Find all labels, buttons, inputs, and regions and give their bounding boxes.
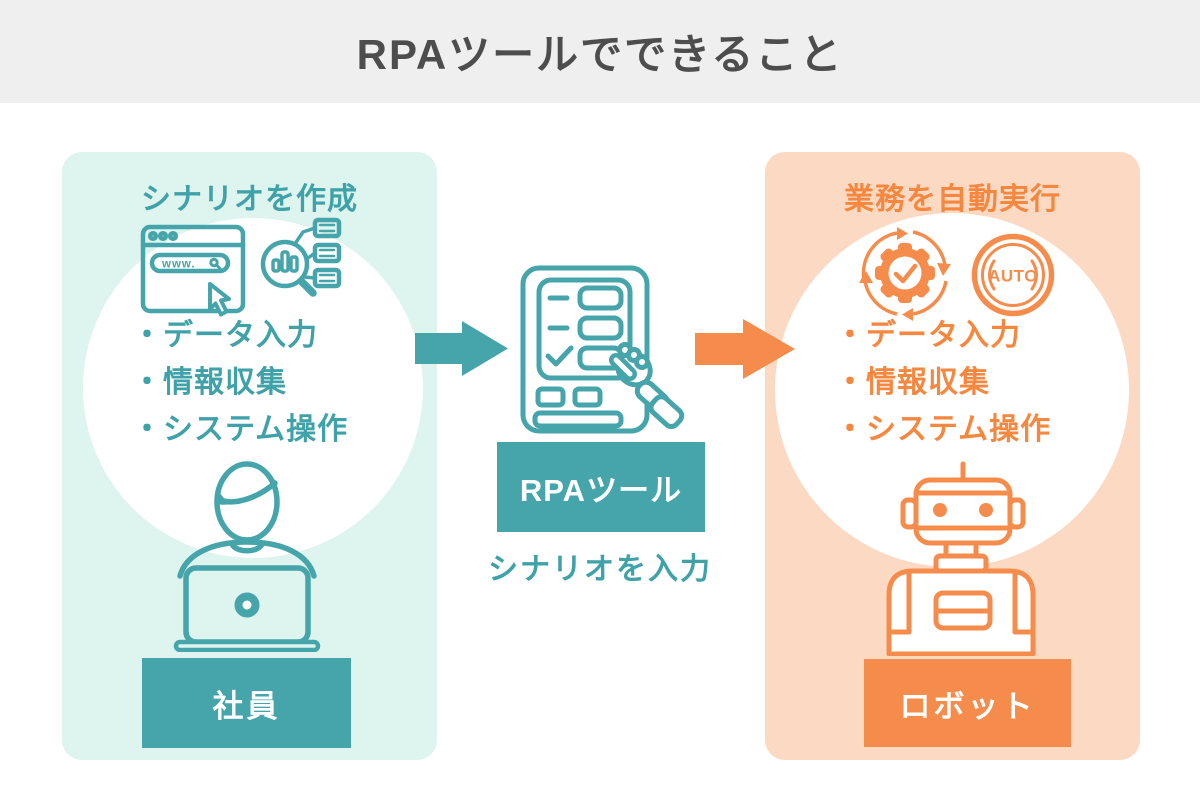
list-item: ・情報収集 [132, 359, 348, 406]
list-item: ・データ入力 [132, 312, 348, 359]
right-panel-auto-execute: 業務を自動実行 AUTO [765, 152, 1140, 760]
left-panel-title: シナリオを作成 [141, 183, 358, 216]
left-task-list: ・データ入力 ・情報収集 ・システム操作 [132, 312, 348, 453]
search-analytics-icon [260, 217, 342, 297]
bullet-mark: ・ [835, 319, 866, 352]
list-item-text: システム操作 [163, 413, 349, 446]
employee-label-box: 社員 [142, 658, 351, 748]
robot-eye-left [933, 503, 947, 517]
list-item-text: データ入力 [163, 319, 318, 352]
bullet-mark: ・ [132, 413, 163, 446]
robot-label: ロボット [899, 688, 1036, 724]
auto-badge-icon: AUTO [971, 233, 1055, 317]
header-bar: RPAツールでできること [0, 0, 1200, 103]
robot-label-box: ロボット [864, 659, 1071, 747]
flow-arrow-left [415, 321, 508, 376]
rpa-tool-box: RPAツール [497, 442, 705, 532]
rpa-tool-label: RPAツール [519, 472, 683, 508]
list-item-text: 情報収集 [163, 366, 287, 399]
pointing-finger-icon [613, 357, 633, 377]
list-item-text: システム操作 [866, 413, 1052, 446]
page-title: RPAツールでできること [356, 31, 844, 78]
cursor-icon [208, 282, 231, 317]
bullet-mark: ・ [835, 413, 866, 446]
robot-eye-right [979, 503, 993, 517]
list-item: ・データ入力 [835, 312, 1051, 359]
list-item: ・システム操作 [835, 406, 1051, 453]
right-panel-title: 業務を自動実行 [844, 183, 1061, 216]
right-task-list: ・データ入力 ・情報収集 ・システム操作 [835, 312, 1051, 453]
check-icon [893, 263, 918, 284]
checklist-hand-icon [520, 265, 685, 434]
rotation-arrows [859, 227, 951, 321]
browser-window-icon: www. [140, 224, 246, 317]
list-item-text: 情報収集 [866, 366, 990, 399]
employee-label: 社員 [212, 688, 281, 724]
list-item-text: データ入力 [866, 319, 1021, 352]
flow-arrow-right [695, 319, 795, 379]
auto-badge-text: AUTO [988, 267, 1038, 286]
bullet-mark: ・ [132, 366, 163, 399]
bullet-mark: ・ [835, 366, 866, 399]
list-item: ・システム操作 [132, 406, 348, 453]
robot-icon [886, 461, 1036, 656]
bullet-mark: ・ [132, 319, 163, 352]
list-item: ・情報収集 [835, 359, 1051, 406]
scenario-input-caption: シナリオを入力 [488, 553, 712, 586]
employee-laptop-icon [173, 461, 321, 652]
left-panel-create-scenario: シナリオを作成 www. [62, 152, 437, 760]
gear-sync-icon [859, 227, 951, 321]
browser-url-text: www. [161, 259, 196, 271]
